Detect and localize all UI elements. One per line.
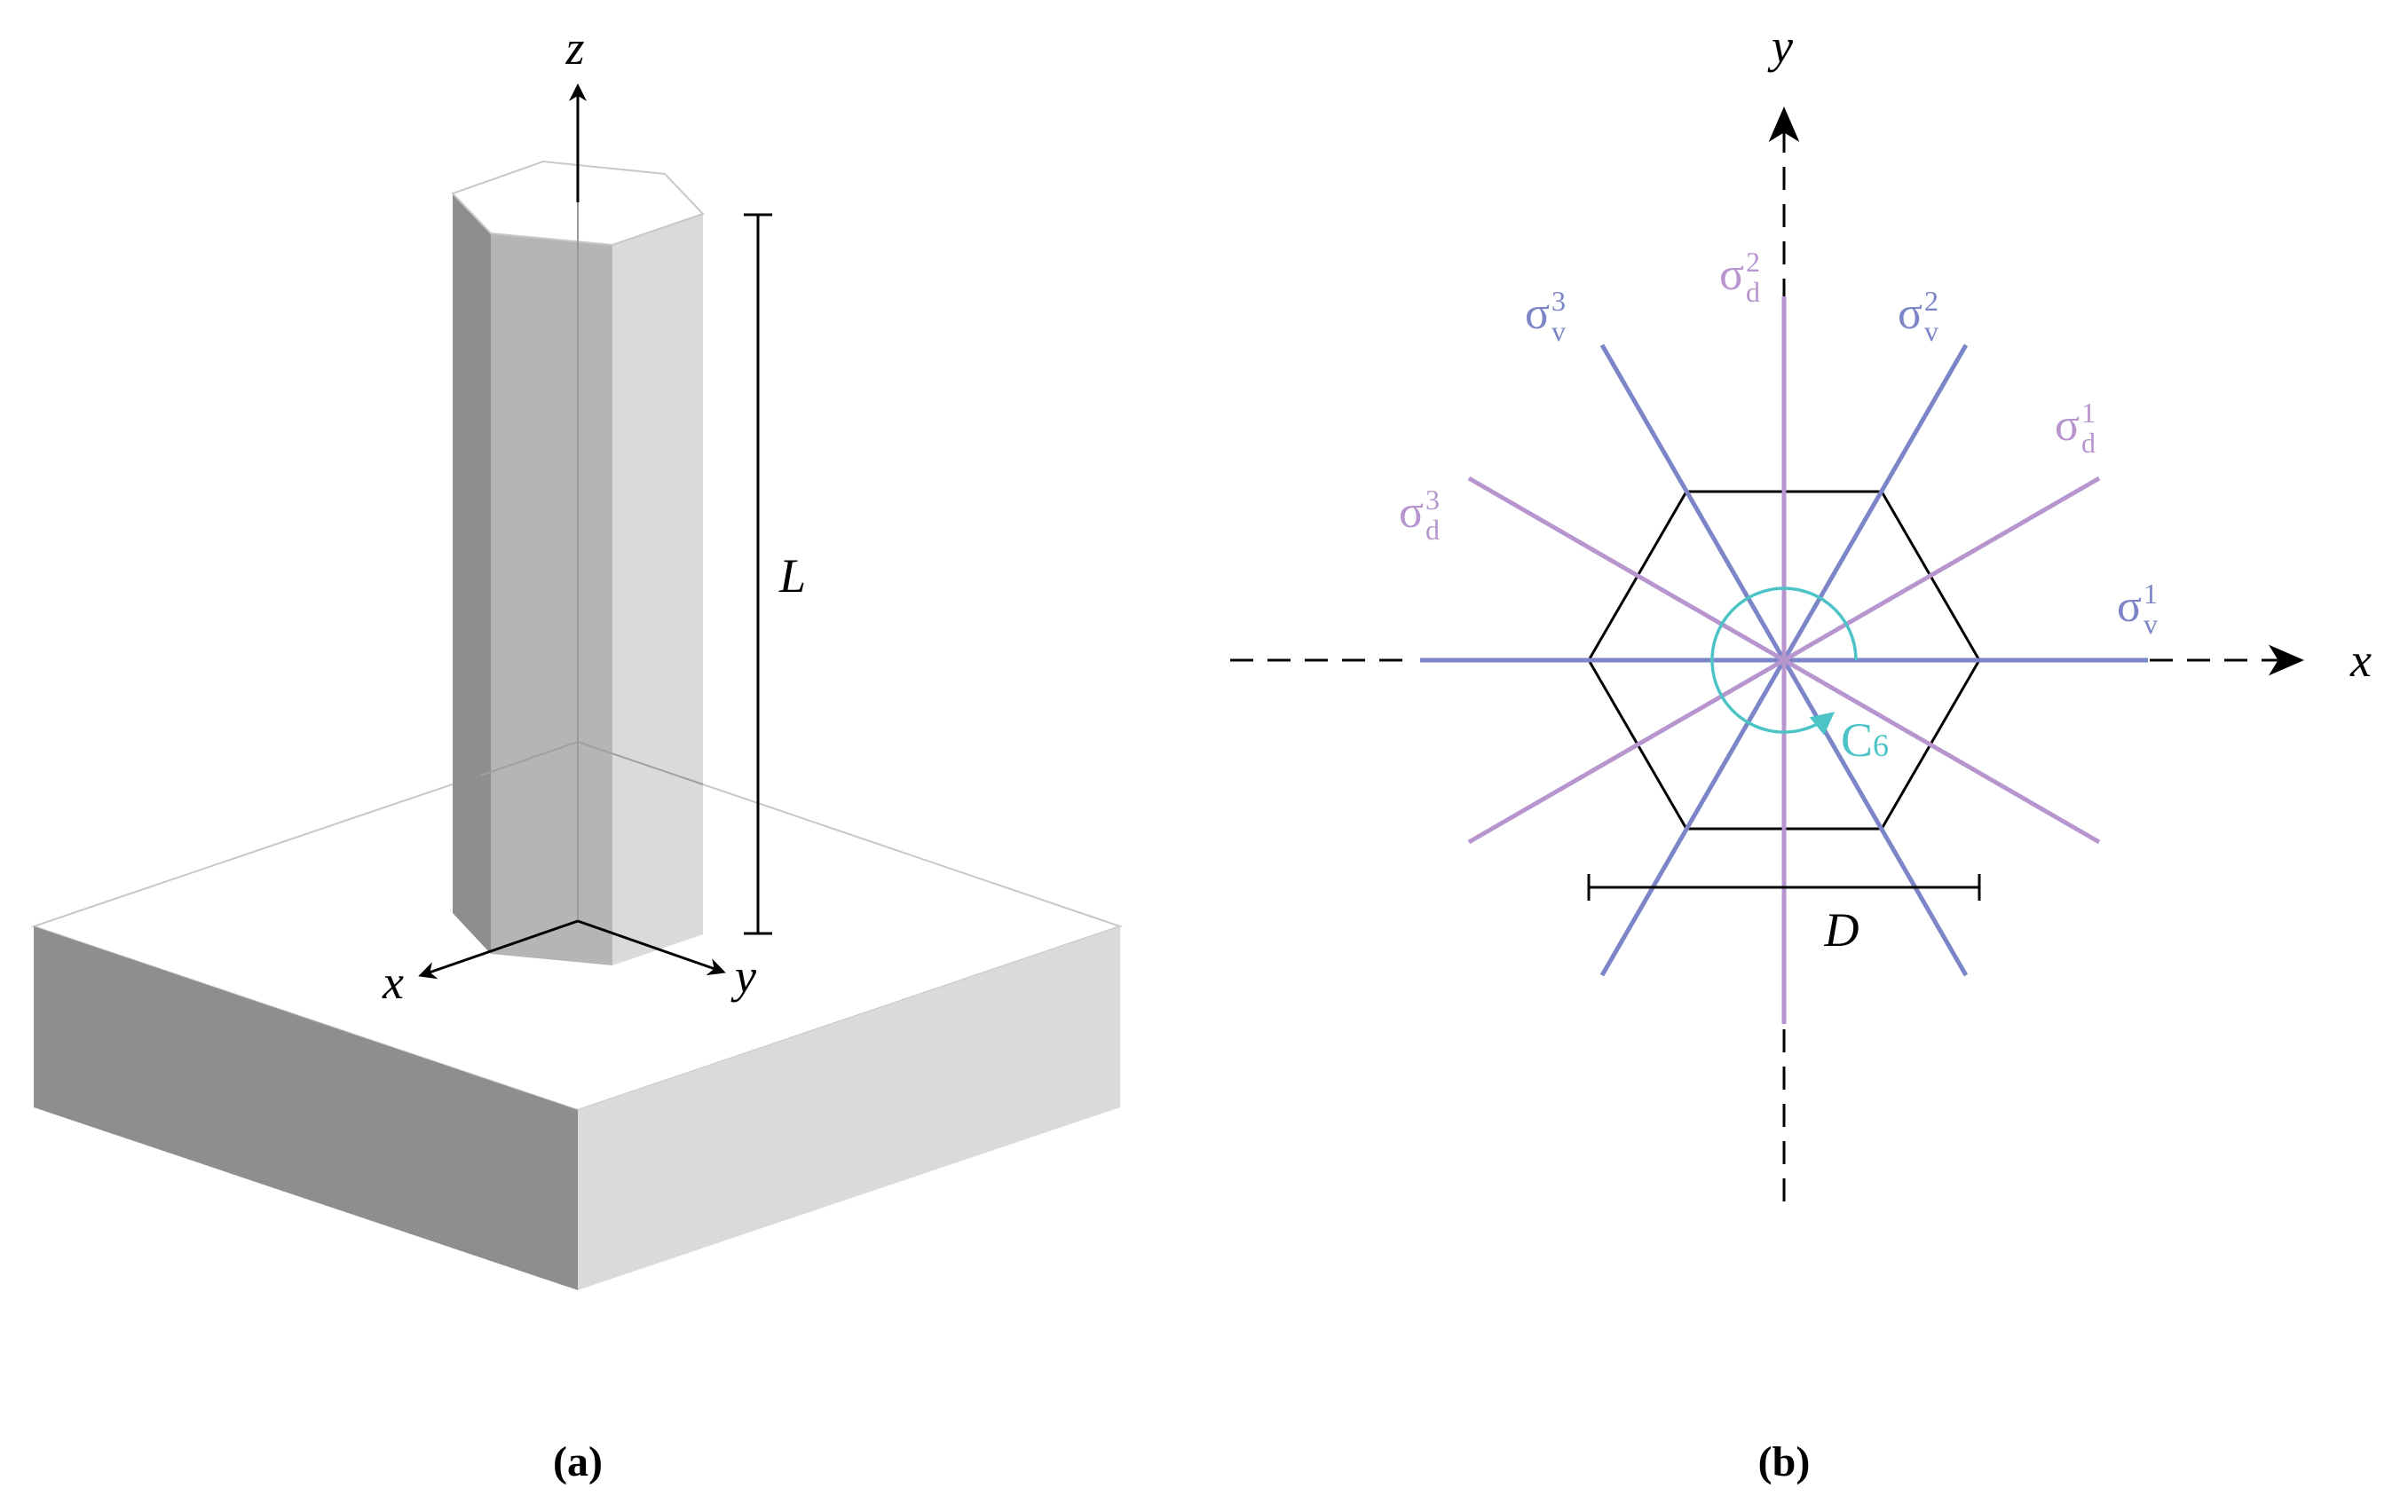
sigma-symbol: σ xyxy=(2117,581,2142,632)
axis-x-label: x xyxy=(382,956,404,1009)
diameter-dimension xyxy=(1587,874,1981,901)
axis-z-label: z xyxy=(564,21,584,75)
sigma-symbol: σ xyxy=(1399,487,1424,538)
sigma-symbol: σ xyxy=(2055,400,2080,451)
sigma-v3-subscript: v xyxy=(1551,315,1566,347)
sigma-symbol: σ xyxy=(1525,288,1550,339)
sigma-d2-subscript: d xyxy=(1746,276,1760,308)
slab-left-face xyxy=(34,926,578,1290)
c6-rotation-arrow xyxy=(1710,587,1858,736)
mirror-plane-sigma-d3 xyxy=(1467,476,2101,845)
sigma-d1-subscript: d xyxy=(2081,427,2096,459)
x-axis xyxy=(418,919,579,980)
sigma-v2-subscript: v xyxy=(1924,315,1938,347)
sigma-d3-subscript: d xyxy=(1425,514,1440,546)
pillar-face-front xyxy=(491,233,612,965)
hex-pillar xyxy=(451,160,705,965)
hidden-edge xyxy=(479,741,579,776)
length-label: L xyxy=(778,549,806,602)
sigma-d3-superscript: 3 xyxy=(1425,484,1440,516)
pillar-face-right xyxy=(612,214,703,965)
diameter-label: D xyxy=(1824,903,1859,957)
c6-label: C6 xyxy=(1841,713,1889,767)
pillar-face-left xyxy=(453,193,491,954)
c6-letter: C xyxy=(1841,713,1873,767)
sigma-v1-subscript: v xyxy=(2144,608,2158,640)
sigma-v1-superscript: 1 xyxy=(2144,578,2158,610)
caption-b: (b) xyxy=(1758,1438,1811,1485)
panel-a: z x y L (a) xyxy=(30,21,1124,1485)
hidden-edge xyxy=(577,741,704,785)
y-axis xyxy=(577,919,726,976)
axis-y-label: y xyxy=(730,949,756,1003)
axis-y-label-b: y xyxy=(1767,20,1793,73)
axis-x-label-b: x xyxy=(2349,634,2372,687)
c6-order: 6 xyxy=(1873,728,1889,763)
slab-right-face xyxy=(578,926,1120,1290)
length-dimension xyxy=(744,213,772,935)
sigma-symbol: σ xyxy=(1898,288,1922,339)
sigma-symbol: σ xyxy=(1719,249,1744,300)
sigma-d2-superscript: 2 xyxy=(1746,246,1760,278)
sigma-v3-superscript: 3 xyxy=(1551,285,1566,317)
caption-a: (a) xyxy=(553,1438,603,1485)
sigma-d1-superscript: 1 xyxy=(2081,397,2096,429)
mirror-planes xyxy=(1420,296,2148,1024)
sigma-v2-superscript: 2 xyxy=(1924,285,1938,317)
